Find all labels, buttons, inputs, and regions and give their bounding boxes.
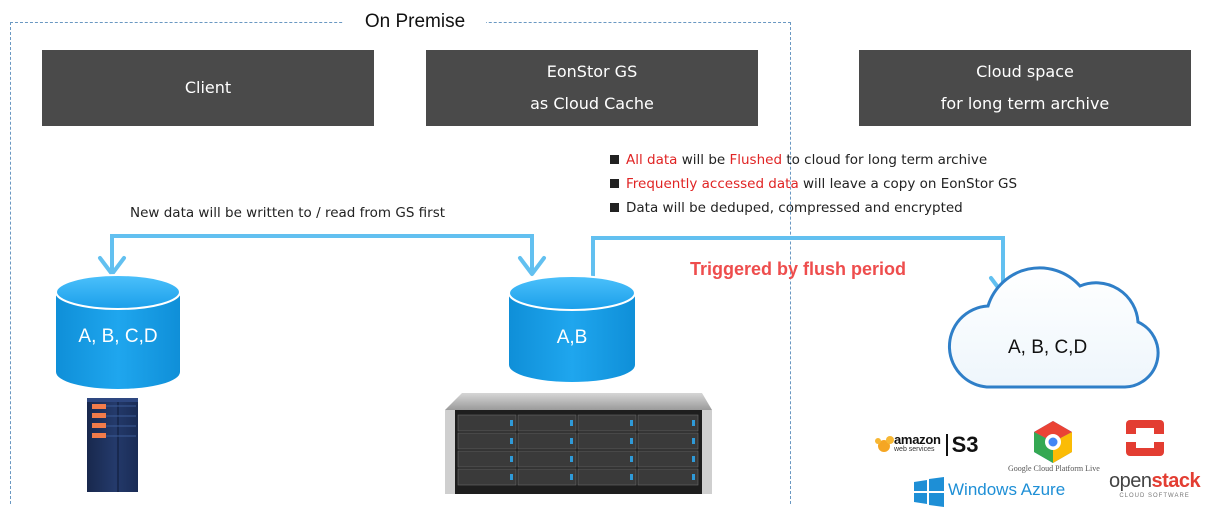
arrow-gs-cloud [591,236,1017,296]
header-client-label: Client [184,78,232,97]
header-cloud-line1: Cloud space [976,62,1074,81]
google-cloud-logo-icon [1034,421,1072,463]
openstack-sub-text: CLOUD SOFTWARE [1119,493,1190,499]
bullet-text: Data will be deduped, compressed and enc… [626,200,963,216]
amazon-logo-text: amazon [894,432,941,447]
bullet-square-icon [610,179,619,188]
gs-storage-cylinder [508,275,636,382]
bullet-text: will leave a copy on EonStor GS [798,176,1018,192]
cloud-storage-label: A, B, C,D [1008,337,1088,358]
header-cloud-space: Cloud space for long term archive [859,50,1191,126]
bullet-line-1: All data will be Flushed to cloud for lo… [610,148,1017,172]
openstack-logo-icon [1126,420,1164,456]
trigger-label: Triggered by flush period [690,259,907,279]
aws-logo-icon [875,436,894,452]
bullet-square-icon [610,155,619,164]
header-gs-line2: as Cloud Cache [530,94,654,113]
logo-divider [945,434,948,456]
client-server-icon [87,398,138,492]
windows-logo-icon [914,477,944,507]
bullet-line-3: Data will be deduped, compressed and enc… [610,196,1017,220]
eonstor-gs-chassis-icon [445,393,712,494]
on-premise-title: On Premise [344,8,486,36]
openstack-logo-text-b: stack [1151,470,1201,492]
aws-logo-text: web services [894,446,935,453]
bullet-text: to cloud for long term archive [782,152,988,168]
openstack-logo-text-a: open [1109,470,1152,492]
amazon-s3-logo: amazon web services S3 [878,432,979,458]
bullet-highlight: Frequently accessed data [626,176,799,192]
bullet-text: will be [677,152,730,168]
windows-azure-logo: Windows Azure [948,480,1065,500]
client-storage-label: A, B, C,D [78,326,158,347]
header-gs-line1: EonStor GS [546,62,638,81]
header-eonstor-gs: EonStor GS as Cloud Cache [426,50,758,126]
azure-logo-text: Windows Azure [948,480,1066,499]
new-data-label: New data will be written to / read from … [130,205,446,221]
header-cloud-line2: for long term archive [940,94,1110,113]
cloud-shape [947,266,1160,389]
arrow-client-gs [98,234,546,276]
s3-logo-text: S3 [951,432,979,457]
header-client: Client [42,50,374,126]
openstack-logo: openstack CLOUD SOFTWARE [1109,470,1201,500]
google-cloud-logo: Google Cloud Platform Live [1008,456,1100,475]
feature-bullets: All data will be Flushed to cloud for lo… [610,148,1017,220]
client-storage-cylinder [55,274,181,389]
bullet-line-2: Frequently accessed data will leave a co… [610,172,1017,196]
bullet-highlight: Flushed [729,152,783,168]
google-logo-text: Google Cloud Platform Live [1008,464,1100,473]
bullet-highlight: All data [626,152,678,168]
bullet-square-icon [610,203,619,212]
gs-storage-label: A,B [556,327,588,348]
